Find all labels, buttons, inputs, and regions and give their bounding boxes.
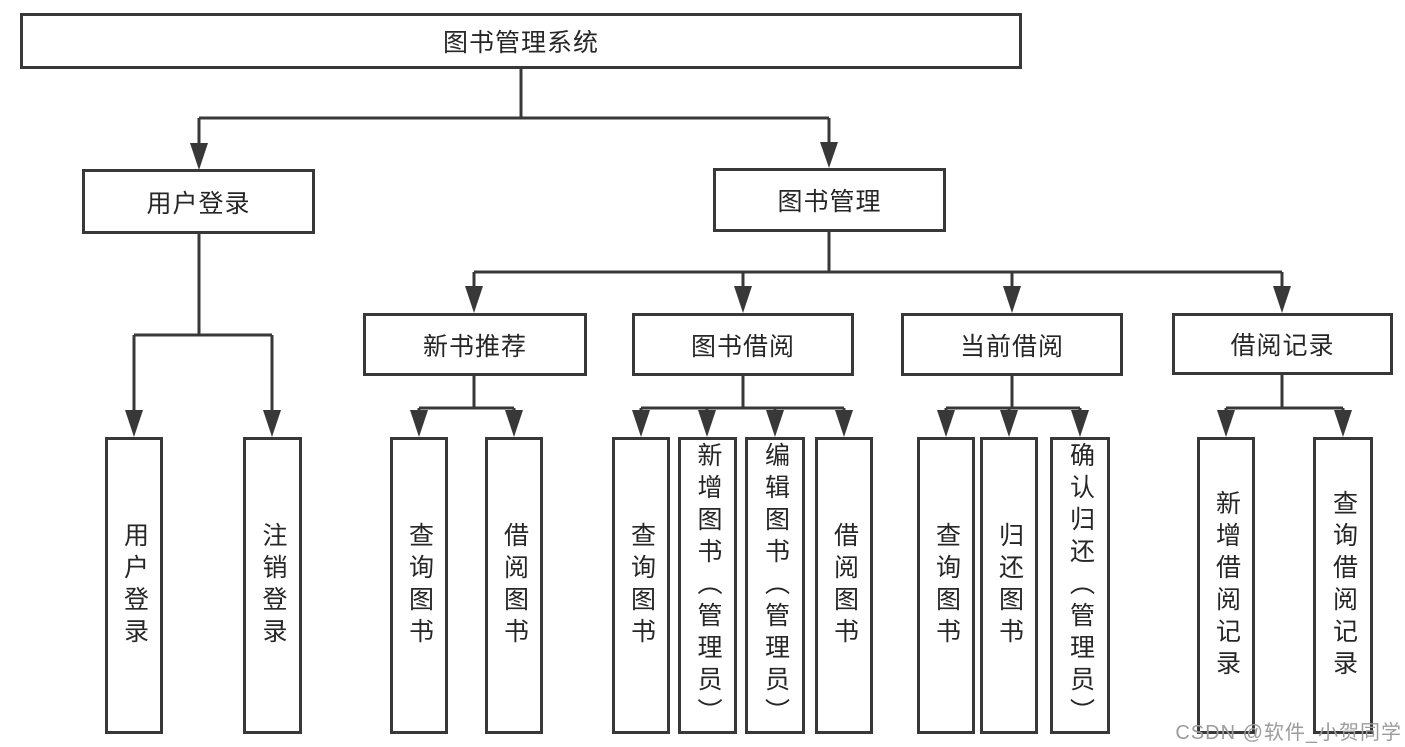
leaf-query-borrow-record: 查询借阅记录	[1313, 437, 1373, 734]
leaf-return-books-label: 归还图书	[995, 521, 1024, 650]
connector-root-to-level2	[190, 69, 838, 170]
node-current-borrow: 当前借阅	[901, 313, 1123, 376]
connector-book-borrow-group	[632, 376, 853, 437]
node-borrow-records: 借阅记录	[1172, 313, 1393, 375]
leaf-add-books-admin: 新增图书（管理员）	[678, 437, 737, 734]
node-book-management-label: 图书管理	[777, 188, 882, 216]
leaf-edit-books-admin: 编辑图书（管理员）	[745, 437, 805, 734]
leaf-query-books-borrow: 查询图书	[612, 437, 670, 734]
connector-user-login-group	[125, 234, 281, 437]
node-current-borrow-label: 当前借阅	[959, 332, 1064, 361]
node-borrow-records-label: 借阅记录	[1230, 332, 1335, 360]
leaf-add-borrow-record-label: 新增借阅记录	[1212, 489, 1241, 682]
leaf-confirm-return-admin: 确认归还（管理员）	[1050, 437, 1110, 734]
leaf-query-books-recommend: 查询图书	[390, 437, 448, 734]
leaf-user-login-label: 用户登录	[120, 521, 149, 650]
connector-book-management-group	[465, 232, 1291, 313]
leaf-logout: 注销登录	[243, 437, 302, 734]
node-user-login: 用户登录	[82, 169, 315, 234]
leaf-edit-books-admin-label: 编辑图书（管理员）	[761, 441, 790, 730]
leaf-query-borrow-record-label: 查询借阅记录	[1329, 489, 1358, 682]
connector-borrow-records-group	[1217, 375, 1352, 437]
leaf-add-books-admin-label: 新增图书（管理员）	[694, 441, 722, 730]
node-library-system: 图书管理系统	[20, 13, 1022, 69]
leaf-return-books: 归还图书	[980, 437, 1038, 734]
leaf-query-books-recommend-label: 查询图书	[405, 521, 434, 650]
leaf-confirm-return-admin-label: 确认归还（管理员）	[1066, 441, 1095, 730]
leaf-borrow-books-label: 借阅图书	[830, 521, 859, 650]
leaf-borrow-books: 借阅图书	[815, 437, 873, 734]
node-book-management: 图书管理	[713, 168, 946, 232]
leaf-borrow-books-recommend-label: 借阅图书	[500, 521, 529, 650]
leaf-borrow-books-recommend: 借阅图书	[485, 437, 543, 734]
leaf-user-login: 用户登录	[105, 437, 163, 734]
node-book-borrow: 图书借阅	[632, 313, 854, 376]
leaf-add-borrow-record: 新增借阅记录	[1197, 437, 1255, 734]
connector-current-borrow-group	[937, 376, 1089, 437]
node-library-system-label: 图书管理系统	[442, 29, 599, 57]
watermark: CSDN @软件_小贺同学	[1175, 722, 1402, 744]
leaf-logout-label: 注销登录	[259, 521, 287, 650]
node-book-borrow-label: 图书借阅	[690, 332, 795, 361]
leaf-query-books-current: 查询图书	[917, 437, 975, 734]
node-new-book-recommend: 新书推荐	[363, 313, 587, 376]
node-new-book-recommend-label: 新书推荐	[422, 332, 527, 361]
leaf-query-books-borrow-label: 查询图书	[627, 521, 656, 650]
connector-new-book-group	[410, 376, 523, 437]
leaf-query-books-current-label: 查询图书	[932, 521, 961, 650]
node-user-login-label: 用户登录	[146, 189, 251, 218]
